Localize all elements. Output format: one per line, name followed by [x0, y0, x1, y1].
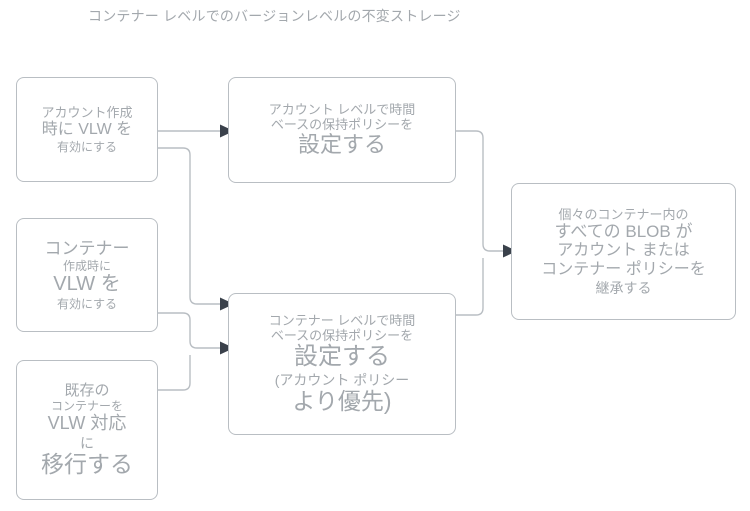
page-title: コンテナー レベルでのバージョンレベルの不変ストレージ [88, 8, 461, 24]
node-line: 個々のコンテナー内の [558, 206, 689, 222]
node-container-policy[interactable]: コンテナー レベルで時間 ベースの保持ポリシーを 設定する (アカウント ポリシ… [228, 293, 456, 435]
node-line: 設定する [294, 343, 390, 371]
node-line: 作成時に [62, 259, 111, 274]
node-line: 設定する [297, 132, 386, 158]
edge-account-policy-to-blob [456, 130, 517, 258]
node-line: より優先) [292, 388, 392, 415]
node-line: アカウント または [557, 242, 690, 260]
node-line: 有効にする [56, 296, 118, 311]
node-line: アカウント レベルで時間 [268, 101, 416, 117]
edge-container-policy-to-blob [456, 258, 484, 316]
node-line: 継承する [595, 279, 652, 296]
node-line: VLW を [53, 273, 121, 296]
node-line: ベースの保持ポリシーを [270, 117, 414, 133]
edge-container-to-container-policy [158, 312, 234, 355]
node-line: に [80, 434, 94, 451]
node-line: コンテナーを [50, 399, 123, 414]
node-migrate-container[interactable]: 既存の コンテナーを VLW 対応 に 移行する [16, 360, 158, 500]
node-blob-inherits[interactable]: 個々のコンテナー内の すべての BLOB が アカウント または コンテナー ポ… [511, 183, 736, 320]
edge-account-to-account-policy [158, 124, 234, 138]
edge-migrate-to-container-policy [158, 355, 191, 391]
node-line: コンテナー [44, 239, 130, 259]
node-line: コンテナー ポリシーを [541, 260, 706, 278]
node-line: (アカウント ポリシー [274, 371, 410, 388]
node-line: 移行する [41, 451, 133, 478]
node-line: ベースの保持ポリシーを [270, 328, 414, 344]
node-line: VLW 対応 [47, 413, 127, 434]
node-account-policy[interactable]: アカウント レベルで時間 ベースの保持ポリシーを 設定する [228, 77, 456, 183]
node-line: すべての BLOB が [554, 222, 693, 241]
node-line: 既存の [64, 381, 110, 399]
node-line: コンテナー レベルで時間 [268, 312, 416, 328]
edge-account-to-container-policy [158, 147, 234, 311]
node-enable-vlw-account[interactable]: アカウント作成 時に VLW を 有効にする [16, 77, 158, 182]
node-line: アカウント作成 [41, 105, 133, 121]
node-line: 有効にする [56, 139, 118, 154]
node-line: 時に VLW を [41, 120, 133, 138]
node-enable-vlw-container[interactable]: コンテナー 作成時に VLW を 有効にする [16, 218, 158, 332]
